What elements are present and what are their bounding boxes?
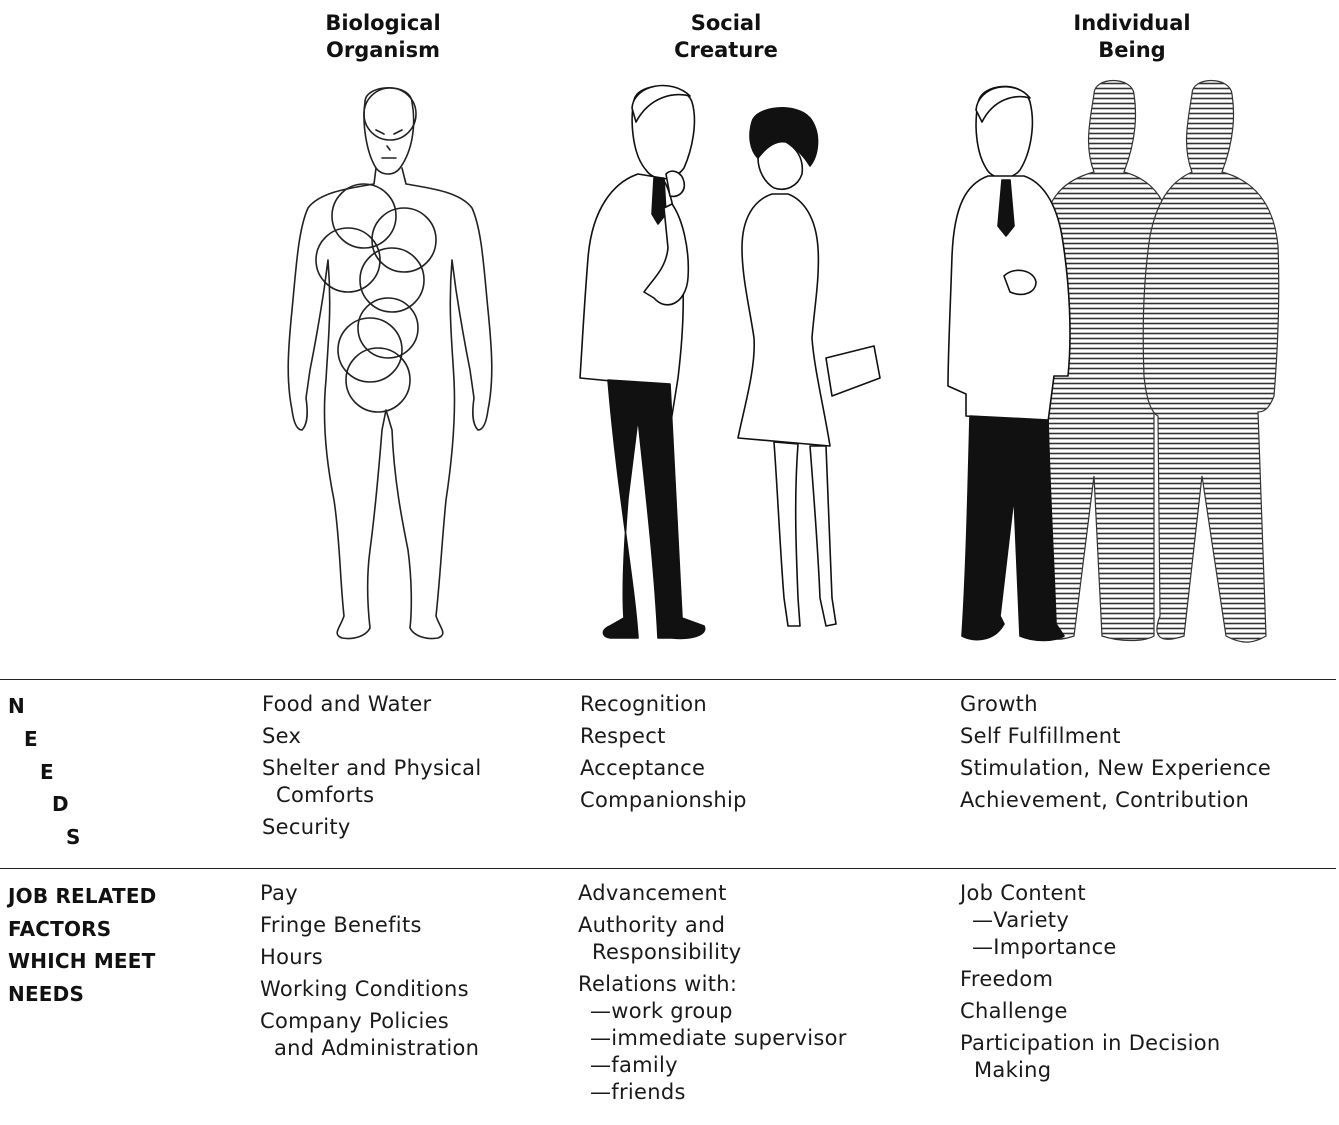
list-item-line: Authority and [578,913,725,937]
list-subitem: —work group [578,998,847,1025]
man-trousers [603,380,704,638]
factors-label-line: NEEDS [8,978,157,1011]
shadow-figure-2 [1143,81,1279,643]
list-item: Food and Water [262,691,481,718]
list-item: Advancement [578,880,847,907]
list-item-line: Shelter and Physical [262,756,481,780]
needs-biological-list: Food and Water Sex Shelter and Physical … [262,691,481,846]
factors-social-list: Advancement Authority and Responsibility… [578,880,847,1111]
list-item-continuation: Responsibility [578,939,847,966]
biological-organism-illustration [270,80,510,650]
list-item: Security [262,814,481,841]
list-item-line: Job Content [960,881,1086,905]
list-subitem: —family [578,1052,847,1079]
list-item: Companionship [580,787,747,814]
list-item-continuation: and Administration [260,1035,479,1062]
list-item: Shelter and Physical Comforts [262,755,481,809]
man-tie [652,178,666,224]
need-circle [316,228,380,292]
list-subitem: —Importance [960,934,1221,961]
need-circle [360,248,424,312]
list-subitem: —immediate supervisor [578,1025,847,1052]
list-item: Respect [580,723,747,750]
figure-face [376,130,402,158]
need-circle [372,208,436,272]
heading-individual-being: Individual Being [1022,10,1242,64]
list-item: Fringe Benefits [260,912,479,939]
heading-social-line2: Creature [616,37,836,64]
factors-label-line: WHICH MEET [8,945,157,978]
list-item: Relations with: —work group —immediate s… [578,971,847,1106]
heading-biological-organism: Biological Organism [273,10,493,64]
list-item: Sex [262,723,481,750]
list-item: Stimulation, New Experience [960,755,1271,782]
divider-top [0,679,1336,680]
factors-label-line: FACTORS [8,913,157,946]
needs-social-list: Recognition Respect Acceptance Companion… [580,691,747,819]
list-item: Acceptance [580,755,747,782]
list-item: Hours [260,944,479,971]
figure-head-outline [364,88,414,174]
list-subitem: —Variety [960,907,1221,934]
factors-individual-list: Job Content —Variety —Importance Freedom… [960,880,1221,1089]
factors-label-line: JOB RELATED [8,880,157,913]
list-item: Recognition [580,691,747,718]
woman-papers [826,346,880,396]
heading-biological-line2: Organism [273,37,493,64]
list-item: Pay [260,880,479,907]
job-related-factors-label: JOB RELATED FACTORS WHICH MEET NEEDS [8,880,157,1010]
needs-letter-e1: E [24,727,38,751]
factors-biological-list: Pay Fringe Benefits Hours Working Condit… [260,880,479,1067]
list-item-line: Participation in Decision [960,1031,1221,1055]
needs-letter-s: S [66,825,80,849]
need-circle [346,348,410,412]
list-item: Growth [960,691,1271,718]
individual-being-illustration [944,76,1334,656]
heading-social-line1: Social [616,10,836,37]
list-item-line: Company Policies [260,1009,449,1033]
heading-biological-line1: Biological [273,10,493,37]
needs-letter-n: N [8,694,25,718]
need-circle [364,88,416,140]
woman-legs [774,442,836,626]
social-creature-illustration [574,78,894,658]
list-item: Freedom [960,966,1221,993]
front-man-hand [1004,270,1036,294]
list-item: Company Policies and Administration [260,1008,479,1062]
divider-middle [0,868,1336,869]
need-circle [332,184,396,248]
list-item-continuation: Comforts [262,782,481,809]
list-item: Achievement, Contribution [960,787,1271,814]
list-item-line: Relations with: [578,972,737,996]
man-hand [666,171,684,196]
needs-letter-d: D [52,792,69,816]
list-item: Working Conditions [260,976,479,1003]
heading-social-creature: Social Creature [616,10,836,64]
woman-dress [738,194,830,446]
needs-letter-e2: E [40,760,54,784]
list-item: Participation in Decision Making [960,1030,1221,1084]
heading-individual-line1: Individual [1022,10,1242,37]
list-item: Authority and Responsibility [578,912,847,966]
needs-individual-list: Growth Self Fulfillment Stimulation, New… [960,691,1271,819]
list-item: Job Content —Variety —Importance [960,880,1221,961]
list-subitem: —friends [578,1079,847,1106]
heading-individual-line2: Being [1022,37,1242,64]
list-item: Challenge [960,998,1221,1025]
figure-body-outline [288,168,492,639]
list-item-continuation: Making [960,1057,1221,1084]
list-item: Self Fulfillment [960,723,1271,750]
front-man-trousers [962,416,1064,641]
